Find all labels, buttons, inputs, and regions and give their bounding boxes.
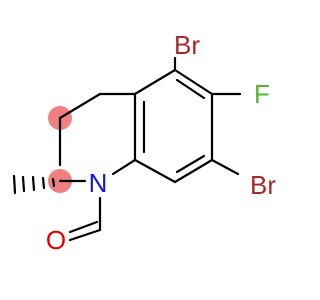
- atom-label-o: O: [46, 225, 66, 255]
- atom-label-br-bottom: Br: [250, 170, 276, 200]
- bond-double-c7-c8-inner: [175, 154, 206, 174]
- molecule-diagram: Br F Br N O: [12, 30, 276, 255]
- bond-double-c5-c6-inner: [175, 78, 206, 100]
- bond-cho-o-2: [68, 220, 99, 234]
- bond-c7-c8: [173, 158, 214, 184]
- bond-c3-c4: [58, 92, 102, 120]
- bond-c5-c6: [173, 68, 214, 96]
- structure-canvas: Br F Br N O: [12, 30, 276, 255]
- atom-label-f: F: [254, 79, 270, 109]
- atom-label-n: N: [89, 168, 108, 198]
- bond-c8-c8a: [133, 158, 177, 184]
- atom-label-br-top: Br: [174, 30, 200, 60]
- hashed-wedge-bond-methyl: [12, 174, 56, 195]
- bond-c7-br: [210, 158, 240, 176]
- bond-c4a-c5: [133, 68, 177, 96]
- bond-cho-o-1: [68, 228, 102, 242]
- bond-n1-c8a: [111, 158, 137, 176]
